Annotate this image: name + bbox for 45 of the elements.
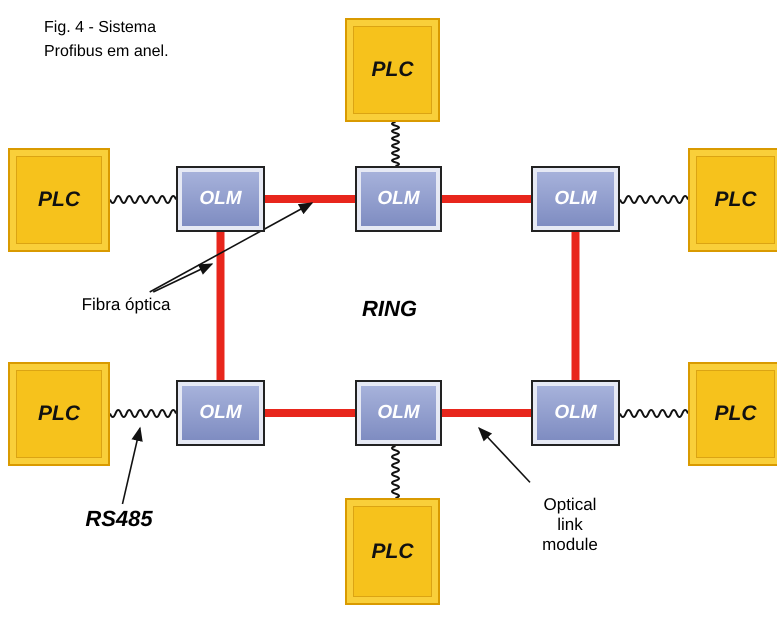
node-label: OLM (554, 402, 597, 424)
fiber-optic-line (265, 409, 355, 417)
node-label: OLM (554, 188, 597, 210)
olm-box (531, 380, 620, 446)
node-label: PLC (714, 188, 756, 212)
leader-line (152, 263, 214, 293)
callout-label: Fibra óptica (66, 292, 186, 318)
fiber-optic-line (265, 195, 355, 203)
node-label: OLM (199, 188, 242, 210)
plc-box (8, 362, 110, 466)
twisted-pair-cable (619, 195, 689, 204)
plc-box (688, 362, 777, 466)
fiber-optic-line (572, 232, 580, 380)
plc-box (8, 148, 110, 252)
olm-box (355, 380, 442, 446)
twisted-pair-cable (391, 445, 400, 499)
fiber-optic-line (442, 195, 531, 203)
node-label: PLC (38, 402, 80, 426)
olm-box (176, 166, 265, 232)
twisted-pair-cable (109, 195, 177, 204)
callout-label: RS485 (74, 504, 164, 534)
node-label: OLM (199, 402, 242, 424)
node-label: PLC (372, 540, 414, 564)
node-label: PLC (372, 58, 414, 82)
plc-box (345, 498, 440, 605)
node-label: PLC (38, 188, 80, 212)
node-label: PLC (714, 402, 756, 426)
leader-line (478, 426, 531, 483)
center-label: RING (362, 296, 418, 322)
olm-box (176, 380, 265, 446)
twisted-pair-cable (391, 121, 400, 167)
node-label: OLM (377, 188, 420, 210)
leader-line (149, 202, 314, 293)
twisted-pair-cable (619, 409, 689, 418)
twisted-pair-cable (109, 409, 177, 418)
olm-box (355, 166, 442, 232)
node-label: OLM (377, 402, 420, 424)
fiber-optic-line (216, 232, 224, 380)
plc-box (688, 148, 777, 252)
plc-box (345, 18, 440, 122)
olm-box (531, 166, 620, 232)
callout-label: Optical link module (530, 482, 610, 568)
fiber-optic-line (442, 409, 531, 417)
figure-caption: Fig. 4 - Sistema Profibus em anel. (44, 18, 170, 62)
leader-line (122, 426, 143, 504)
